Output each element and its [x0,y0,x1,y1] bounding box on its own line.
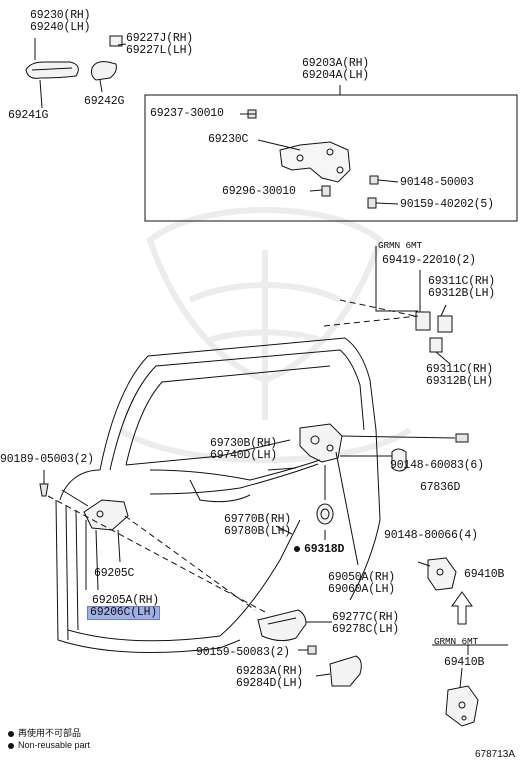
label-69312b-lh-top: 69312B(LH) [428,287,496,300]
label-69227l-lh: 69227L(LH) [126,44,194,57]
screw-90159-50083 [307,645,317,655]
door-hinge-grmn [445,685,479,727]
label-69780b-lh: 69780B(LH) [224,525,292,538]
legend-en-text: Non-reusable part [18,740,91,750]
bolt-69296 [321,185,331,197]
label-69230c: 69230C [208,133,249,146]
lock-cables [149,459,321,503]
label-69312b-lh-bottom: 69312B(LH) [426,375,494,388]
label-69060a-lh: 69060A(LH) [328,583,396,596]
label-69203a-rh: 69203A(RH) [302,57,370,70]
label-69237-30010: 69237-30010 [150,107,224,120]
label-69740d-lh: 69740D(LH) [210,449,278,462]
cylinder-lock-parts [415,311,453,353]
outer-door-handle [25,61,79,79]
inner-handle-frame [83,499,129,531]
label-90148-80066: 90148-80066(4) [384,529,478,542]
grmn-bracket-top [375,246,418,312]
label-69410b-top: 69410B [464,568,505,581]
label-69050a-rh: 69050A(RH) [328,571,396,584]
figure-number: 678713A [474,749,515,760]
label-69241g: 69241G [8,109,49,122]
door-hinge-69410b [427,557,457,591]
label-grmn-6mt-bottom: GRMN 6MT [434,636,479,647]
label-grmn-6mt-top: GRMN 6MT [378,240,423,251]
label-69318d-text: 69318D [304,543,345,556]
handle-bezel-69283a [329,655,362,687]
label-69311c-rh-top: 69311C(RH) [428,275,496,288]
label-69410b-bottom: 69410B [444,656,485,669]
non-reusable-marker [294,545,300,552]
handle-pad [109,35,123,47]
handle-cover [91,61,117,81]
label-69240-lh: 69240(LH) [30,21,91,34]
dashed-guides [47,299,419,613]
label-90148-50003: 90148-50003 [400,176,474,189]
door-lock-assembly [299,423,343,463]
arrow-up [451,591,473,625]
weatherstrip-67836d [391,448,407,472]
label-90189-05003: 90189-05003(2) [0,453,94,466]
handle-frame-box [144,94,518,222]
label-69283a-rh: 69283A(RH) [236,665,304,678]
screw-90148-50003 [369,175,379,185]
label-69227j-rh: 69227J(RH) [126,32,194,45]
screw-90159-40202 [367,197,377,209]
label-69770b-rh: 69770B(RH) [224,513,292,526]
bolt-90148-60083 [455,433,469,443]
watermark-emblem [118,207,412,463]
legend-dot-jp [8,730,14,737]
label-69318d: 69318D [294,544,344,556]
label-69311c-rh-bottom: 69311C(RH) [426,363,494,376]
legend-jp-text: 再使用不可部品 [18,728,82,738]
label-90148-60083: 90148-60083(6) [390,459,484,472]
label-90159-40202: 90159-40202(5) [400,198,494,211]
handle-frame-assembly [279,141,351,183]
label-69230-rh: 69230(RH) [30,9,91,22]
label-69204a-lh: 69204A(LH) [302,69,370,82]
legend-en: Non-reusable part [8,740,90,750]
clip-90189 [39,483,49,497]
label-69205a-rh: 69205A(RH) [92,594,160,607]
label-69206c-lh[interactable]: 69206C(LH) [86,606,161,620]
label-69277c-rh: 69277C(RH) [332,611,400,624]
inside-handle-69277c [257,609,307,642]
label-69278c-lh: 69278C(LH) [332,623,400,636]
label-69242g: 69242G [84,95,125,108]
label-69419-22010: 69419-22010(2) [382,254,476,267]
grommet-69318d [316,503,334,525]
rear-door-shell [55,337,381,653]
label-90159-50083: 90159-50083(2) [196,646,290,659]
label-69296-30010: 69296-30010 [222,185,296,198]
legend-dot-en [8,742,14,749]
label-69205c: 69205C [94,567,135,580]
label-67836d: 67836D [420,481,461,494]
label-69284d-lh: 69284D(LH) [236,677,304,690]
label-69730b-rh: 69730B(RH) [210,437,278,450]
legend-jp: 再使用不可部品 [8,726,81,739]
